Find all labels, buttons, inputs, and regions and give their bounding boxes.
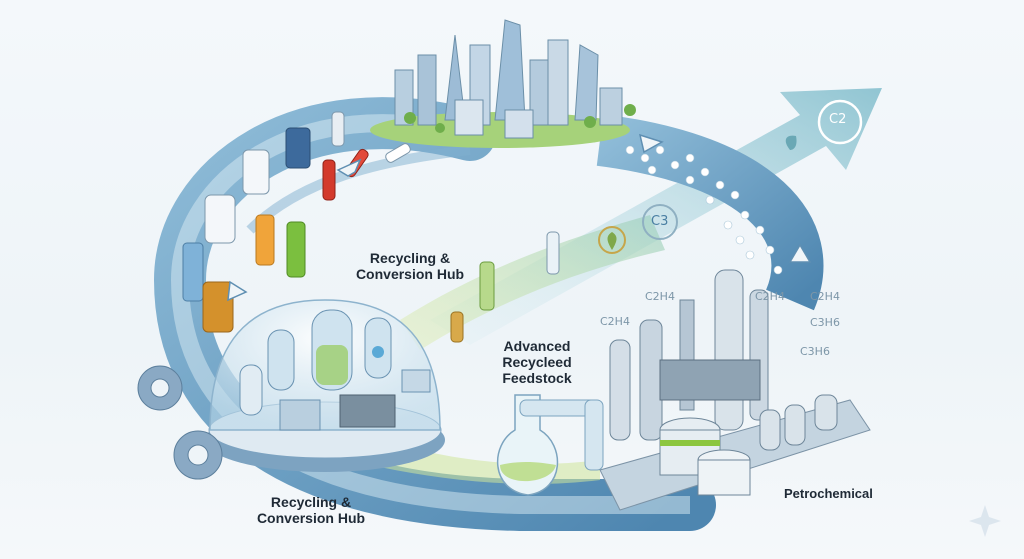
hub-label-top-line1: Recycling & (369, 250, 451, 266)
pellet-cloud (625, 145, 783, 275)
refinery (599, 269, 871, 511)
c2-badge-label: C2 (829, 112, 847, 127)
chem-label: C2H4 (645, 290, 675, 303)
feedstock-label-line1: Advanced (503, 338, 571, 354)
flask-icon (496, 394, 604, 496)
hub-label-top: Recycling & Conversion Hub (340, 250, 480, 282)
feedstock-stream (400, 215, 665, 350)
hub-label-bottom-line1: Recycling & (270, 494, 352, 510)
chem-label: C3H6 (800, 345, 830, 358)
plastic-bottles (182, 111, 560, 343)
city-skyline (370, 19, 636, 148)
hub-label-bottom-line2: Conversion Hub (256, 510, 366, 527)
chem-label: C3H6 (810, 316, 840, 329)
hub-label-bottom: Recycling & Conversion Hub (236, 494, 386, 526)
feedstock-label-line3: Feedstock (502, 370, 572, 387)
gear-icon (137, 365, 223, 480)
chem-label: C2H4 (600, 315, 630, 328)
c3-badge-label: C3 (651, 214, 669, 229)
feedstock-label: Advanced Recycleed Feedstock (482, 338, 592, 386)
dome-hub (205, 299, 445, 472)
hub-label-top-line2: Conversion Hub (355, 266, 465, 283)
c3-badge (642, 204, 678, 240)
c2-badge (817, 99, 863, 145)
flow-arrows (227, 133, 812, 302)
chem-label: C2H4 (810, 290, 840, 303)
sprout-icon (598, 135, 797, 254)
chem-label: C2H4 (755, 290, 785, 303)
sparkle-icon (969, 505, 1001, 537)
petrochemical-label: Petrochemical (784, 486, 873, 501)
feedstock-label-line2: Recycleed (502, 354, 572, 371)
